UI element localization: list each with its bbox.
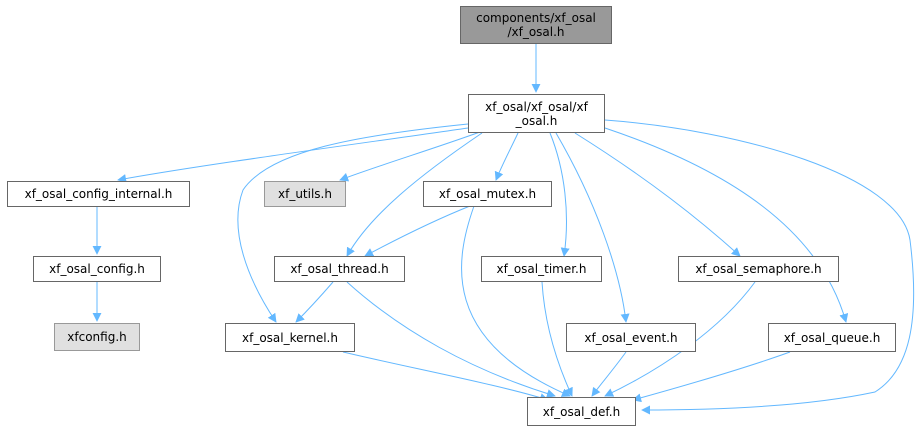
edge-main-utils — [339, 131, 481, 182]
edge-main-kernel — [237, 123, 469, 323]
edge-main-config-internal — [117, 127, 469, 183]
edge-event-def — [591, 351, 627, 397]
edge-queue-def — [632, 351, 791, 403]
edge-main-semaphore — [574, 132, 741, 257]
node-root-xf-osal-h[interactable]: components/xf_osal /xf_osal.h — [460, 6, 612, 44]
node-xf-osal-kernel-h[interactable]: xf_osal_kernel.h — [225, 323, 355, 352]
edge-main-queue — [604, 127, 849, 323]
edge-main-timer — [549, 132, 570, 257]
edge-thread-kernel — [295, 281, 334, 323]
edge-main-thread — [346, 132, 483, 257]
edge-main-event — [555, 132, 630, 323]
node-xf-osal-config-internal-h[interactable]: xf_osal_config_internal.h — [7, 181, 190, 207]
node-xf-osal-thread-h[interactable]: xf_osal_thread.h — [274, 256, 405, 282]
edge-kernel-def — [342, 351, 549, 402]
node-xf-osal-queue-h[interactable]: xf_osal_queue.h — [768, 323, 896, 352]
edge-thread-def — [346, 281, 556, 398]
node-xf-utils-h[interactable]: xf_utils.h — [264, 181, 346, 207]
edge-timer-def — [541, 281, 573, 397]
node-xf-osal-mutex-h[interactable]: xf_osal_mutex.h — [423, 181, 552, 207]
node-xfconfig-h[interactable]: xfconfig.h — [54, 323, 140, 351]
node-xf-osal-def-h[interactable]: xf_osal_def.h — [527, 397, 636, 426]
edge-main-def — [604, 119, 915, 415]
edge-main-mutex — [494, 132, 519, 181]
node-xf-osal-timer-h[interactable]: xf_osal_timer.h — [481, 256, 602, 282]
node-xf-osal-config-h[interactable]: xf_osal_config.h — [33, 256, 161, 282]
node-main-xf-osal-h[interactable]: xf_osal/xf_osal/xf _osal.h — [468, 94, 605, 133]
edge-mutex-thread — [364, 205, 471, 257]
edge-mutex-def — [461, 205, 571, 397]
node-xf-osal-event-h[interactable]: xf_osal_event.h — [566, 323, 696, 352]
node-xf-osal-semaphore-h[interactable]: xf_osal_semaphore.h — [678, 256, 839, 282]
